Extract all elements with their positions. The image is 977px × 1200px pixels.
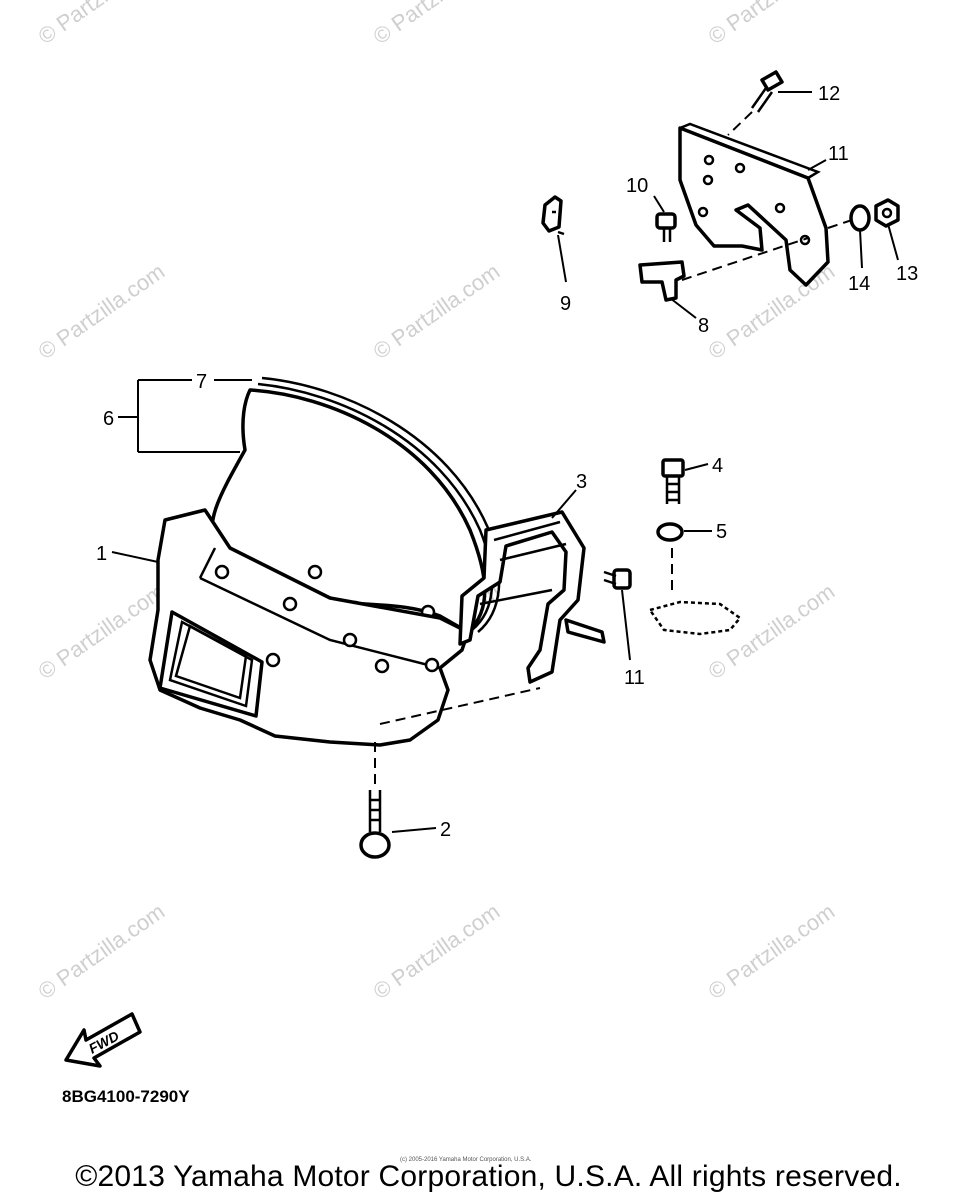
- leader-dashed: [379, 687, 541, 725]
- copyright-notice: ©2013 Yamaha Motor Corporation, U.S.A. A…: [75, 1160, 902, 1193]
- leader-line: [669, 297, 697, 319]
- leader-line: [551, 489, 577, 519]
- callout-1: 1: [96, 543, 107, 565]
- callout-9: 9: [560, 293, 571, 315]
- leader-dashed: [681, 237, 809, 281]
- leader-line: [621, 589, 631, 661]
- watermark: © Partzilla.com: [369, 899, 505, 1005]
- stay-3: [458, 510, 606, 684]
- callout-6: 6: [103, 408, 114, 430]
- clip-9: [541, 195, 565, 236]
- fwd-arrow-icon: FWD: [64, 1012, 142, 1068]
- leader-line: [807, 159, 827, 171]
- washer-5: [656, 522, 684, 542]
- parts-diagram: © Partzilla.com © Partzilla.com © Partzi…: [34, 0, 918, 1068]
- callout-4: 4: [712, 455, 723, 477]
- watermark: © Partzilla.com: [34, 0, 170, 49]
- callout-7: 7: [196, 371, 207, 393]
- mount-plate: [647, 600, 742, 636]
- washer-14: [849, 204, 871, 232]
- callout-3: 3: [576, 471, 587, 493]
- leader-line: [391, 827, 437, 833]
- callout-11: 11: [828, 143, 849, 165]
- nut-13: [874, 198, 900, 228]
- watermark: © Partzilla.com: [704, 579, 840, 685]
- watermark: © Partzilla.com: [34, 259, 170, 365]
- watermark: © Partzilla.com: [704, 259, 840, 365]
- leader-line: [111, 551, 159, 563]
- watermark: © Partzilla.com: [369, 259, 505, 365]
- callout-5: 5: [716, 521, 727, 543]
- bolt-12: [750, 70, 784, 113]
- bolt-2: [359, 790, 391, 859]
- screw-10: [655, 212, 677, 242]
- leader-line: [653, 195, 665, 213]
- leader-line: [859, 229, 863, 269]
- cowling-1: [148, 508, 470, 747]
- bolt-4: [661, 458, 685, 504]
- watermark: © Partzilla.com: [34, 899, 170, 1005]
- callout-10: 10: [626, 175, 648, 197]
- leader-line: [684, 463, 709, 471]
- callout-8: 8: [698, 315, 709, 337]
- watermark: © Partzilla.com: [34, 579, 170, 685]
- screw-11: [603, 568, 632, 590]
- leader-line: [557, 234, 567, 283]
- callout-12: 12: [818, 83, 840, 105]
- watermark: © Partzilla.com: [704, 899, 840, 1005]
- callout-2: 2: [440, 819, 451, 841]
- watermark: © Partzilla.com: [369, 0, 505, 49]
- bracket-11-upper: [678, 122, 830, 287]
- bracket-8: [638, 260, 686, 302]
- leader-dashed: [827, 219, 853, 229]
- callout-11: 11: [624, 667, 645, 689]
- callout-14: 14: [848, 273, 870, 295]
- watermark: © Partzilla.com: [704, 0, 840, 49]
- leader-line: [887, 223, 899, 261]
- diagram-code: 8BG4100-7290Y: [62, 1087, 190, 1106]
- leader-dashed: [727, 111, 753, 136]
- callout-13: 13: [896, 263, 918, 285]
- tiny-copyright: (c) 2005-2016 Yamaha Motor Corporation, …: [400, 1157, 532, 1163]
- leader-line: [137, 379, 240, 453]
